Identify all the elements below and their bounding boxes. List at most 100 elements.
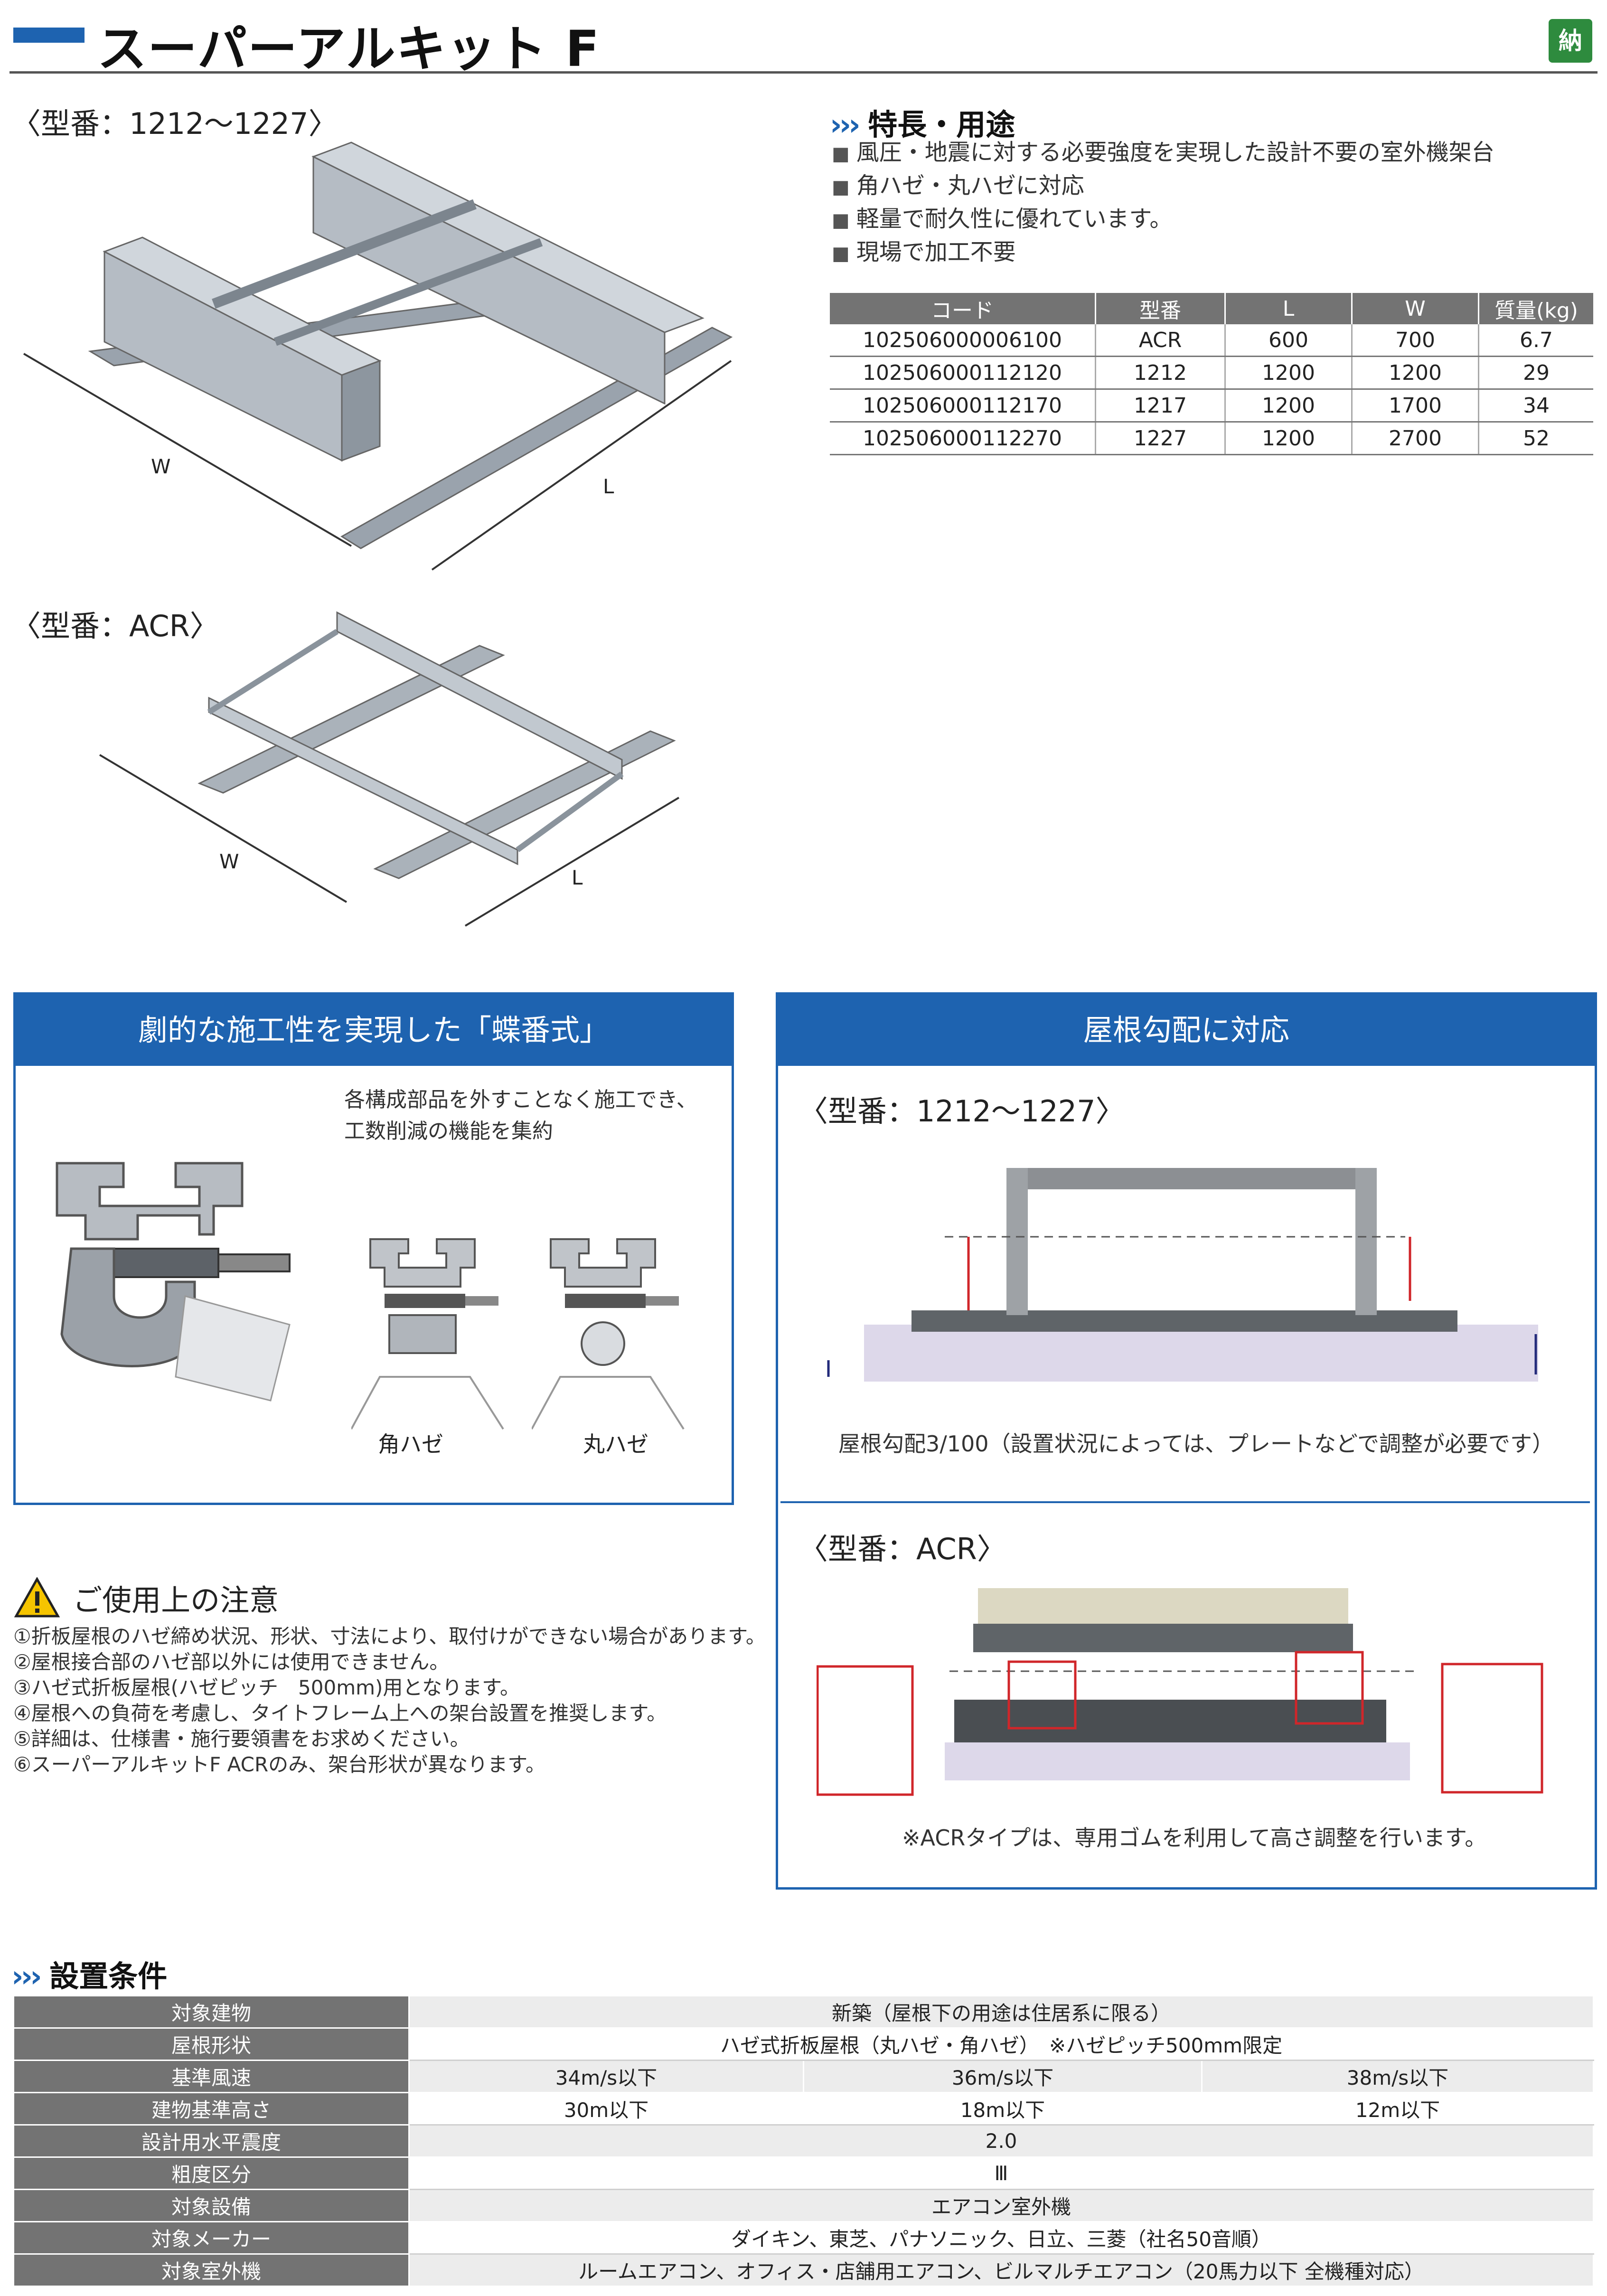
table-row: 102506000112270 1227 1200 2700 52 [830, 422, 1593, 455]
spec-cell: ACR [1095, 324, 1226, 357]
kaku-haze-label: 角ハゼ [378, 1431, 443, 1457]
spec-cell: 1200 [1352, 356, 1479, 390]
condition-label: 粗度区分 [14, 2157, 410, 2190]
table-row: 対象建物 新築（屋根下の用途は住居系に限る） [14, 1996, 1594, 2029]
spec-cell: 1700 [1352, 389, 1479, 423]
spec-cell: 29 [1478, 356, 1593, 390]
table-row: 建物基準高さ 30m以下 18m以下 12m以下 [14, 2092, 1594, 2126]
title-accent-bar [13, 28, 85, 43]
condition-value: 18m以下 [803, 2092, 1203, 2126]
slope-panel-title: 屋根勾配に対応 [778, 995, 1595, 1066]
spec-col-mass: 質量(kg) [1478, 293, 1593, 324]
slope-acr-illustration [817, 1588, 1543, 1796]
condition-label: 対象建物 [14, 1996, 410, 2029]
condition-value: 34m/s以下 [409, 2060, 804, 2093]
slope-model-acr-label: 〈型番：ACR〉 [799, 1532, 1006, 1566]
delivery-badge-icon: 納 [1549, 19, 1592, 63]
spec-cell: 6.7 [1478, 324, 1593, 357]
caution-item: ③ハゼ式折板屋根(ハゼピッチ 500mm)用となります。 [13, 1676, 520, 1699]
frame-1212-illustration [23, 141, 733, 571]
chevron-triple-icon: ››› [11, 1959, 42, 1994]
spec-cell: 1200 [1225, 356, 1353, 390]
hinge-panel-title: 劇的な施工性を実現した「蝶番式」 [16, 995, 732, 1066]
table-row: 対象設備 エアコン室外機 [14, 2189, 1594, 2222]
conditions-title: 設置条件 [49, 1959, 168, 1994]
features-title: 特長・用途 [868, 107, 1015, 142]
maru-haze-label: 丸ハゼ [583, 1431, 648, 1457]
features-heading: ››› 特長・用途 [830, 101, 1015, 143]
condition-label: 建物基準高さ [14, 2092, 410, 2126]
caution-item: ④屋根への負荷を考慮し、タイトフレーム上への架台設置を推奨します。 [13, 1702, 667, 1725]
dim-w-label-acr: W [219, 850, 239, 873]
spec-col-code: コード [830, 293, 1096, 324]
feature-item: 現場で加工不要 [832, 236, 1494, 270]
dim-l-label-1212: L [603, 475, 614, 498]
slope-caption: 屋根勾配3/100（設置状況によっては、プレートなどで調整が必要です） [838, 1431, 1554, 1457]
table-row: 102506000112170 1217 1200 1700 34 [830, 389, 1593, 423]
slope-1212-illustration [827, 1168, 1538, 1382]
condition-label: 対象設備 [14, 2189, 410, 2222]
hinge-desc-line: 各構成部品を外すことなく施工でき、 [344, 1088, 697, 1112]
feature-item: 角ハゼ・丸ハゼに対応 [832, 170, 1494, 203]
conditions-heading: ››› 設置条件 [11, 1952, 167, 1995]
table-row: 基準風速 34m/s以下 36m/s以下 38m/s以下 [14, 2060, 1594, 2093]
spec-cell: 102506000112270 [830, 422, 1096, 455]
spec-cell: 1212 [1095, 356, 1226, 390]
spec-col-model: 型番 [1095, 293, 1226, 324]
kaku-haze-cross-section [351, 1238, 504, 1430]
spec-cell: 2700 [1352, 422, 1479, 455]
page-title: スーパーアルキット F [97, 20, 601, 78]
frame-acr-illustration [99, 611, 680, 927]
dim-l-label-acr: L [572, 866, 583, 889]
condition-label: 対象メーカー [14, 2221, 410, 2255]
caution-item: ⑤詳細は、仕様書・施行要領書をお求めください。 [13, 1727, 470, 1750]
conditions-table: 対象建物 新築（屋根下の用途は住居系に限る） 屋根形状 ハゼ式折板屋根（丸ハゼ・… [14, 1996, 1594, 2287]
condition-value: 新築（屋根下の用途は住居系に限る） [409, 1996, 1594, 2029]
condition-value: 2.0 [409, 2125, 1594, 2158]
condition-value: 30m以下 [409, 2092, 804, 2126]
spec-cell: 1200 [1225, 422, 1353, 455]
warning-icon [14, 1576, 60, 1618]
spec-col-w: W [1352, 293, 1479, 324]
table-row: 102506000112120 1212 1200 1200 29 [830, 356, 1593, 390]
feature-item: 風圧・地震に対する必要強度を実現した設計不要の室外機架台 [832, 137, 1494, 170]
condition-value: ルームエアコン、オフィス・店舗用エアコン、ビルマルチエアコン（20馬力以下 全機… [409, 2254, 1594, 2287]
condition-value: 36m/s以下 [803, 2060, 1203, 2093]
table-row: 対象室外機 ルームエアコン、オフィス・店舗用エアコン、ビルマルチエアコン（20馬… [14, 2254, 1594, 2287]
spec-cell: 102506000112170 [830, 389, 1096, 423]
slope-model-1212-label: 〈型番：1212〜1227〉 [799, 1094, 1125, 1129]
condition-value: エアコン室外機 [409, 2189, 1594, 2222]
hinge-cross-section-large [56, 1162, 291, 1402]
model-acr-label: 〈型番：ACR〉 [11, 609, 219, 643]
header-divider [9, 71, 1598, 74]
condition-label: 屋根形状 [14, 2028, 410, 2061]
table-row: 102506000006100 ACR 600 700 6.7 [830, 324, 1593, 357]
condition-label: 対象室外機 [14, 2254, 410, 2287]
dim-w-label-1212: W [151, 455, 171, 478]
spec-col-l: L [1225, 293, 1353, 324]
table-row: 対象メーカー ダイキン、東芝、パナソニック、日立、三菱（社名50音順） [14, 2221, 1594, 2255]
condition-label: 設計用水平震度 [14, 2125, 410, 2158]
spec-cell: 1217 [1095, 389, 1226, 423]
spec-cell: 1200 [1225, 389, 1353, 423]
caution-title: ご使用上の注意 [73, 1583, 279, 1618]
spec-table: コード 型番 L W 質量(kg) 102506000006100 ACR 60… [830, 293, 1593, 455]
maru-haze-cross-section [532, 1238, 685, 1430]
spec-cell: 52 [1478, 422, 1593, 455]
spec-cell: 600 [1225, 324, 1353, 357]
hinge-description: 各構成部品を外すことなく施工でき、 工数削減の機能を集約 [344, 1084, 697, 1147]
table-row: 粗度区分 Ⅲ [14, 2157, 1594, 2190]
table-row: 屋根形状 ハゼ式折板屋根（丸ハゼ・角ハゼ） ※ハゼピッチ500mm限定 [14, 2028, 1594, 2061]
caution-item: ⑥スーパーアルキットF ACRのみ、架台形状が異なります。 [13, 1753, 545, 1776]
table-row: 設計用水平震度 2.0 [14, 2125, 1594, 2158]
condition-value: ダイキン、東芝、パナソニック、日立、三菱（社名50音順） [409, 2221, 1594, 2255]
spec-cell: 700 [1352, 324, 1479, 357]
model-1212-label: 〈型番：1212〜1227〉 [11, 106, 338, 141]
caution-list: ①折板屋根のハゼ締め状況、形状、寸法により、取付けができない場合があります。 ②… [13, 1624, 766, 1778]
spec-cell: 102506000006100 [830, 324, 1096, 357]
spec-cell: 34 [1478, 389, 1593, 423]
features-list: 風圧・地震に対する必要強度を実現した設計不要の室外機架台 角ハゼ・丸ハゼに対応 … [832, 137, 1494, 270]
chevron-triple-icon: ››› [830, 107, 861, 142]
spec-cell: 102506000112120 [830, 356, 1096, 390]
caution-item: ②屋根接合部のハゼ部以外には使用できません。 [13, 1650, 450, 1674]
